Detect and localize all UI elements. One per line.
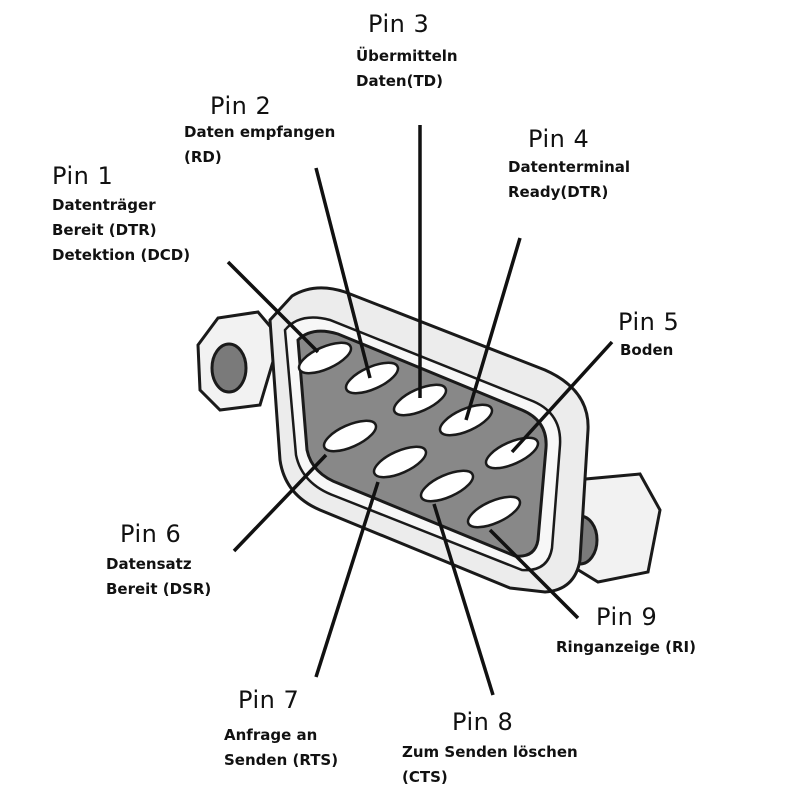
pin-7-title: Pin 7	[238, 686, 300, 714]
pin-3-title: Pin 3	[368, 10, 430, 38]
pin-4-leader-line	[464, 237, 522, 421]
pin-6-description: Datensatz Bereit (DSR)	[106, 555, 212, 598]
pin-1-title: Pin 1	[52, 162, 114, 190]
pin-8-description: Zum Senden löschen (CTS)	[402, 743, 578, 786]
pin-9-description: Ringanzeige (RI)	[556, 638, 696, 656]
pin-2-title: Pin 2	[210, 92, 272, 120]
pin-9-title: Pin 9	[596, 603, 658, 631]
pin-5-title: Pin 5	[618, 308, 680, 336]
pin-1-contact	[297, 341, 353, 375]
pin-6-title: Pin 6	[120, 520, 182, 548]
connector-shell	[268, 286, 590, 594]
left-mounting-nut	[196, 310, 282, 412]
pin-3-contact	[392, 383, 448, 417]
pin-9-contact	[466, 495, 522, 529]
pin-3-description: Übermitteln Daten(TD)	[356, 47, 458, 90]
pin-8-title: Pin 8	[452, 708, 514, 736]
pin-5-description: Boden	[620, 341, 674, 359]
pin-6-contact	[322, 419, 378, 453]
pin-8-contact	[419, 469, 475, 503]
pin-7-description: Anfrage an Senden (RTS)	[224, 726, 339, 769]
pin-1-leader-line	[226, 260, 320, 354]
pin-2-leader-line	[314, 167, 372, 379]
pin-6-leader-line	[232, 453, 328, 553]
pin-5-leader-line	[510, 340, 614, 454]
pin-9-leader-line	[488, 528, 580, 620]
pin-7-leader-line	[314, 481, 380, 678]
pin-1-description: Datenträger Bereit (DTR) Detektion (DCD)	[52, 196, 191, 264]
leader-lines	[226, 125, 614, 696]
pin-4-description: Datenterminal Ready(DTR)	[508, 158, 631, 201]
pin-4-title: Pin 4	[528, 125, 590, 153]
pin-5-contact	[484, 436, 540, 470]
pin-8-leader-line	[432, 503, 495, 696]
pin-2-description: Daten empfangen (RD)	[184, 123, 336, 166]
pin-7-contact	[372, 445, 428, 479]
